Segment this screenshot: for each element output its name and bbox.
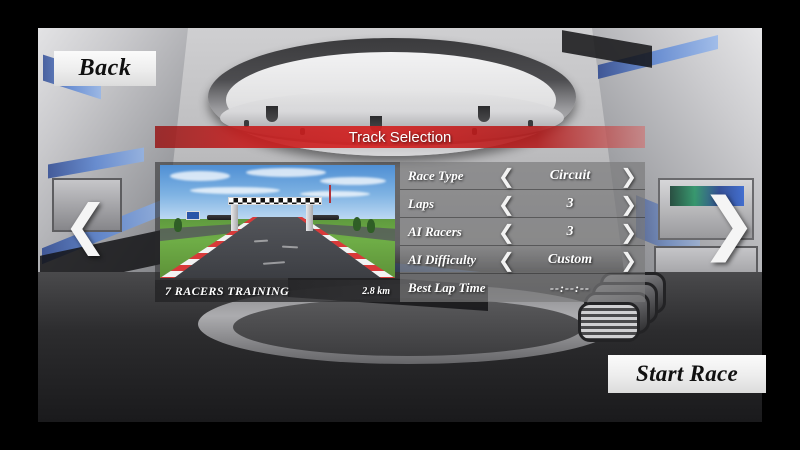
ring-bolt-icon [244,120,249,127]
cloud-shape [246,168,326,177]
setting-label-ai-difficulty: AI Difficulty [408,251,477,267]
cloud-shape [170,171,230,181]
start-gate-post [305,198,313,231]
setting-value-laps: 3 [566,195,574,211]
ring-bolt-icon [528,120,533,127]
setting-label-race-type: Race Type [408,167,464,183]
ai-racers-prev-icon[interactable]: ❮ [498,219,515,244]
road-marking [253,239,269,242]
setting-row-laps: Laps ❮ 3 ❯ [400,190,645,218]
laps-next-icon[interactable]: ❯ [620,191,637,216]
track-name: 7 RACERS TRAINING [165,283,290,298]
setting-value-ai-racers: 3 [566,223,574,239]
setting-row-ai-racers: AI Racers ❮ 3 ❯ [400,218,645,246]
setting-label-laps: Laps [408,195,434,211]
tire-icon [578,302,640,342]
setting-label-ai-racers: AI Racers [408,223,462,239]
cloud-shape [190,187,280,194]
letterbox-bottom [0,422,800,450]
page-title: Track Selection [348,128,452,146]
tree-icon [366,219,375,234]
ring-lamp-icon [266,106,278,122]
back-button[interactable]: Back [54,51,156,86]
ai-racers-next-icon[interactable]: ❯ [620,219,637,244]
race-type-next-icon[interactable]: ❯ [620,163,637,188]
track-caption: 7 RACERS TRAINING 2.8 km [155,280,400,302]
start-race-button-label: Start Race [635,361,739,386]
tree-icon [352,216,361,231]
race-settings-panel: Race Type ❮ Circuit ❯ Laps ❮ 3 ❯ AI Race… [400,162,645,302]
previous-track-arrow-icon[interactable]: ❮ [63,193,109,256]
track-distance: 2.8 km [362,285,390,297]
track-preview-card[interactable]: 7 RACERS TRAINING 2.8 km [155,162,400,302]
start-race-button[interactable]: Start Race [608,355,766,393]
setting-value-ai-difficulty: Custom [547,251,593,267]
page-title-bar: Track Selection [155,126,645,148]
laps-prev-icon[interactable]: ❮ [498,191,515,216]
setting-value-best-lap-time: --:--:-- [550,280,590,295]
garage-monitor [670,186,744,206]
race-type-prev-icon[interactable]: ❮ [498,163,515,188]
setting-label-best-lap-time: Best Lap Time [408,280,486,295]
setting-row-best-lap-time: Best Lap Time --:--:-- [400,274,645,302]
tree-icon [174,218,183,233]
setting-row-ai-difficulty: AI Difficulty ❮ Custom ❯ [400,246,645,274]
ai-difficulty-prev-icon[interactable]: ❮ [498,247,515,272]
track-barrier [310,214,339,221]
ai-difficulty-next-icon[interactable]: ❯ [620,247,637,272]
back-button-label: Back [78,55,132,81]
track-barrier [207,214,236,221]
start-gate-post [230,198,238,231]
garage-floor-platform-inner [233,298,583,356]
cloud-shape [320,177,386,185]
letterbox-right [762,0,800,450]
next-track-arrow-icon[interactable]: ❯ [700,184,757,263]
setting-row-race-type: Race Type ❮ Circuit ❯ [400,162,645,190]
checkered-start-banner [228,196,323,205]
pylon-tower [329,185,332,204]
setting-value-race-type: Circuit [549,167,591,183]
track-signboard [185,211,200,221]
letterbox-left [0,0,38,450]
garage-equipment-box [52,178,122,232]
ring-lamp-icon [478,106,490,122]
track-preview-image [160,165,395,278]
letterbox-top [0,0,800,28]
cloud-shape [300,191,370,197]
